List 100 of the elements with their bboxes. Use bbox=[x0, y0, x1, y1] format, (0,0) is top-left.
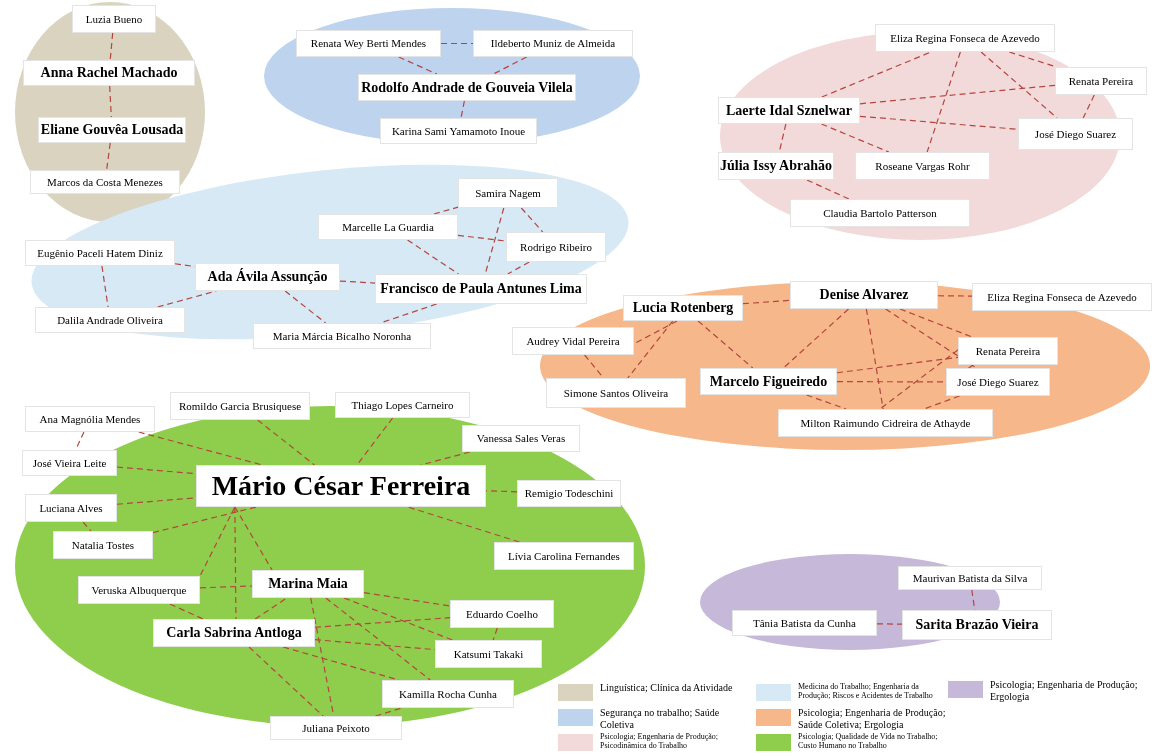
name-box: Simone Santos Oliveira bbox=[546, 378, 686, 408]
dashed-connector bbox=[923, 395, 961, 410]
dashed-connector bbox=[248, 646, 324, 717]
name-box: Mário César Ferreira bbox=[196, 465, 486, 507]
dashed-connector bbox=[492, 627, 498, 641]
dashed-connector bbox=[234, 506, 237, 620]
name-box: Anna Rachel Machado bbox=[23, 60, 195, 86]
name-box: Remigio Todeschini bbox=[517, 480, 621, 507]
name-box: Karina Sami Yamamoto Inoue bbox=[380, 118, 537, 144]
name-box: Renata Pereira bbox=[1055, 67, 1147, 95]
dashed-connector bbox=[507, 261, 530, 275]
legend-label: Psicologia; Engenharia de Produção; Saúde Coletiva; Ergologia bbox=[798, 707, 947, 730]
dashed-connector bbox=[627, 320, 674, 379]
dashed-connector bbox=[926, 51, 961, 153]
name-box: José Diego Suarez bbox=[1018, 118, 1133, 150]
dashed-connector bbox=[257, 419, 316, 466]
dashed-connector bbox=[876, 623, 903, 625]
dashed-connector bbox=[152, 506, 257, 534]
dashed-connector bbox=[234, 506, 273, 571]
name-box: Júlia Issy Abrahão bbox=[718, 152, 834, 180]
dashed-connector bbox=[884, 308, 978, 369]
name-box: Maurivan Batista da Silva bbox=[898, 566, 1042, 590]
name-box: Ana Magnólia Mendes bbox=[25, 406, 155, 432]
name-box: Eugênio Paceli Hatem Diniz bbox=[25, 240, 175, 266]
dashed-connector bbox=[284, 290, 327, 324]
name-box: Luzia Bueno bbox=[72, 5, 156, 33]
dashed-connector bbox=[492, 56, 528, 75]
legend-label: Segurança no trabalho; Saúde Coletiva bbox=[600, 707, 721, 730]
dashed-connector bbox=[374, 707, 403, 717]
name-box: Eduardo Coelho bbox=[450, 600, 554, 628]
name-box: Ada Ávila Assunção bbox=[195, 263, 340, 291]
dashed-connector bbox=[937, 295, 973, 297]
dashed-connector bbox=[314, 617, 451, 628]
name-box: Francisco de Paula Antunes Lima bbox=[375, 274, 587, 304]
dashed-connector bbox=[697, 320, 754, 369]
dashed-connector bbox=[339, 280, 376, 284]
name-box: Eliza Regina Fonseca de Azevedo bbox=[875, 24, 1055, 52]
name-box: Katsumi Takaki bbox=[435, 640, 542, 668]
name-box: Claudia Bartolo Patterson bbox=[790, 199, 970, 227]
name-box: Vanessa Sales Veras bbox=[462, 425, 580, 452]
dashed-connector bbox=[343, 597, 453, 641]
name-box: Marina Maia bbox=[252, 570, 364, 598]
legend-label: Linguística; Clínica da Atividade bbox=[600, 682, 734, 694]
name-box: Thiago Lopes Carneiro bbox=[335, 392, 470, 418]
legend-label: Medicina do Trabalho; Engenharia da Produção; Riscos e Acidentes de Trabalho bbox=[798, 682, 934, 701]
name-box: Natalia Tostes bbox=[53, 531, 153, 559]
dashed-connector bbox=[806, 179, 850, 200]
name-box: Marcelle La Guardia bbox=[318, 214, 458, 240]
dashed-connector bbox=[398, 56, 438, 75]
name-box: Juliana Peixoto bbox=[270, 716, 402, 740]
dashed-connector bbox=[821, 51, 932, 98]
dashed-connector bbox=[325, 597, 431, 681]
name-box: José Vieira Leite bbox=[22, 450, 117, 476]
dashed-connector bbox=[836, 356, 959, 374]
name-box: Eliane Gouvêa Lousada bbox=[38, 117, 186, 143]
dashed-connector bbox=[406, 239, 460, 275]
name-box: Roseane Vargas Rohr bbox=[855, 152, 990, 180]
dashed-connector bbox=[356, 417, 394, 466]
legend-label: Psicologia; Qualidade de Vida no Trabalho; Custo Humano no Trabalho bbox=[798, 732, 939, 751]
dashed-connector bbox=[433, 206, 459, 215]
dashed-connector bbox=[820, 123, 890, 153]
dashed-connector bbox=[440, 42, 474, 45]
name-box: José Diego Suarez bbox=[946, 368, 1050, 396]
name-box: Denise Alvarez bbox=[790, 281, 938, 309]
legend-label: Psicologia; Engenharia de Produção; Ergologia bbox=[990, 679, 1139, 702]
dashed-connector bbox=[633, 320, 678, 345]
name-box: Marcos da Costa Menezes bbox=[30, 170, 180, 194]
dashed-connector bbox=[101, 265, 109, 308]
dashed-connector bbox=[805, 394, 847, 410]
name-box: Romildo Garcia Brusiquese bbox=[170, 392, 310, 420]
dashed-connector bbox=[109, 32, 114, 61]
dashed-connector bbox=[169, 603, 204, 620]
name-box: Laerte Idal Sznelwar bbox=[718, 97, 860, 124]
name-box: Audrey Vidal Pereira bbox=[512, 327, 634, 355]
dashed-connector bbox=[254, 597, 288, 620]
name-box: Sarita Brazão Vieira bbox=[902, 610, 1052, 640]
name-box: Ildeberto Muniz de Almeida bbox=[473, 30, 633, 57]
dashed-connector bbox=[457, 234, 507, 242]
dashed-connector bbox=[520, 207, 544, 233]
dashed-connector bbox=[407, 506, 520, 543]
dashed-connector bbox=[742, 299, 791, 305]
name-box: Lucia Rotenberg bbox=[623, 295, 743, 321]
name-box: Renata Wey Berti Mendes bbox=[296, 30, 441, 57]
dashed-connector bbox=[82, 521, 92, 532]
name-box: Eliza Regina Fonseca de Azevedo bbox=[972, 283, 1152, 311]
dashed-connector bbox=[859, 115, 1019, 130]
dashed-connector bbox=[138, 431, 263, 466]
name-box: Maria Márcia Bicalho Noronha bbox=[253, 323, 431, 349]
legend-label: Psicologia; Engenharia de Produção; Psicodinâmica do Trabalho bbox=[600, 732, 719, 751]
dashed-connector bbox=[199, 585, 253, 589]
name-box: Carla Sabrina Antloga bbox=[153, 619, 315, 647]
name-box: Veruska Albuquerque bbox=[78, 576, 200, 604]
dashed-connector bbox=[899, 308, 973, 338]
name-box: Luciana Alves bbox=[25, 494, 117, 522]
name-box: Rodolfo Andrade de Gouveia Vilela bbox=[358, 74, 576, 101]
dashed-connector bbox=[865, 308, 884, 410]
name-box: Kamilla Rocha Cunha bbox=[382, 680, 514, 708]
dashed-connector bbox=[363, 592, 451, 607]
name-box: Lívia Carolina Fernandes bbox=[494, 542, 634, 570]
name-box: Milton Raimundo Cidreira de Athayde bbox=[778, 409, 993, 437]
